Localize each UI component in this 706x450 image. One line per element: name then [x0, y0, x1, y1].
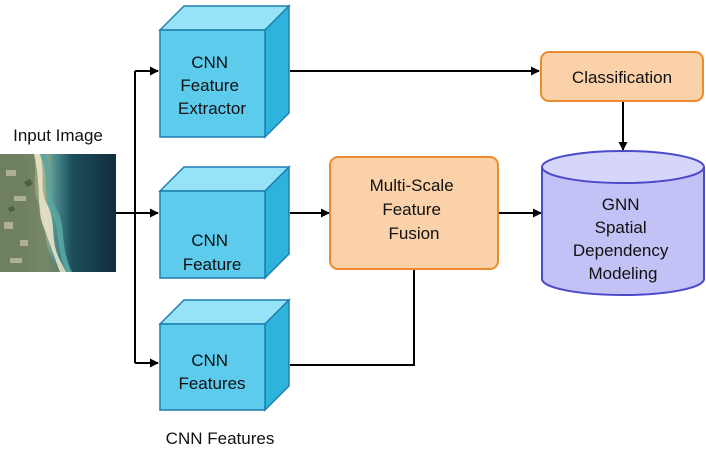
input-satellite-image: [0, 154, 116, 272]
cnn-features-caption: CNN Features: [166, 429, 275, 448]
fusion-line-3: Fusion: [388, 224, 439, 243]
svg-text:CNN Features: CNN Features: [178, 351, 245, 393]
line-cnn-features-to-fusion: [290, 270, 415, 366]
gnn-line-3: Dependency: [573, 241, 669, 260]
cnn-extractor-line-2: Feature: [180, 76, 239, 95]
fusion-line-2: Feature: [382, 200, 441, 219]
cnn-feature-block: CNN Feature: [158, 165, 291, 280]
gnn-line-2: Spatial: [595, 218, 647, 237]
multi-scale-fusion-block: Multi-Scale Feature Fusion: [329, 156, 499, 270]
connectors: [116, 66, 628, 368]
cnn-feature-line-1: CNN: [191, 231, 228, 250]
cnn-feature-line-2: Feature: [183, 255, 242, 274]
gnn-line-1: GNN: [602, 195, 640, 214]
svg-text:Multi-Scale Feature: Multi-Scale Feature Fusion: [370, 176, 459, 243]
cnn-extractor-line-1: CNN: [191, 53, 228, 72]
input-image-label: Input Image: [13, 126, 103, 145]
gnn-line-4: Modeling: [589, 264, 658, 283]
svg-text:CNN Feature Extrac: CNN Feature Extractor: [178, 53, 246, 118]
svg-text:CNN Feature: CNN Feature: [183, 231, 242, 274]
cnn-extractor-line-3: Extractor: [178, 99, 246, 118]
cnn-features-block: CNN Features: [158, 298, 291, 412]
classification-block: Classification: [540, 51, 704, 102]
gnn-spatial-dependency-block: GNN Spatial Dependency Modeling: [541, 150, 705, 296]
fusion-line-1: Multi-Scale: [370, 176, 454, 195]
classification-label: Classification: [572, 68, 672, 87]
cnn-features-line-1: CNN: [191, 351, 228, 370]
cnn-features-line-2: Features: [178, 374, 245, 393]
cnn-feature-extractor-block: CNN Feature Extractor: [158, 4, 291, 139]
svg-text:GNN Spatial Depend: GNN Spatial Dependency Modeling: [573, 195, 673, 283]
